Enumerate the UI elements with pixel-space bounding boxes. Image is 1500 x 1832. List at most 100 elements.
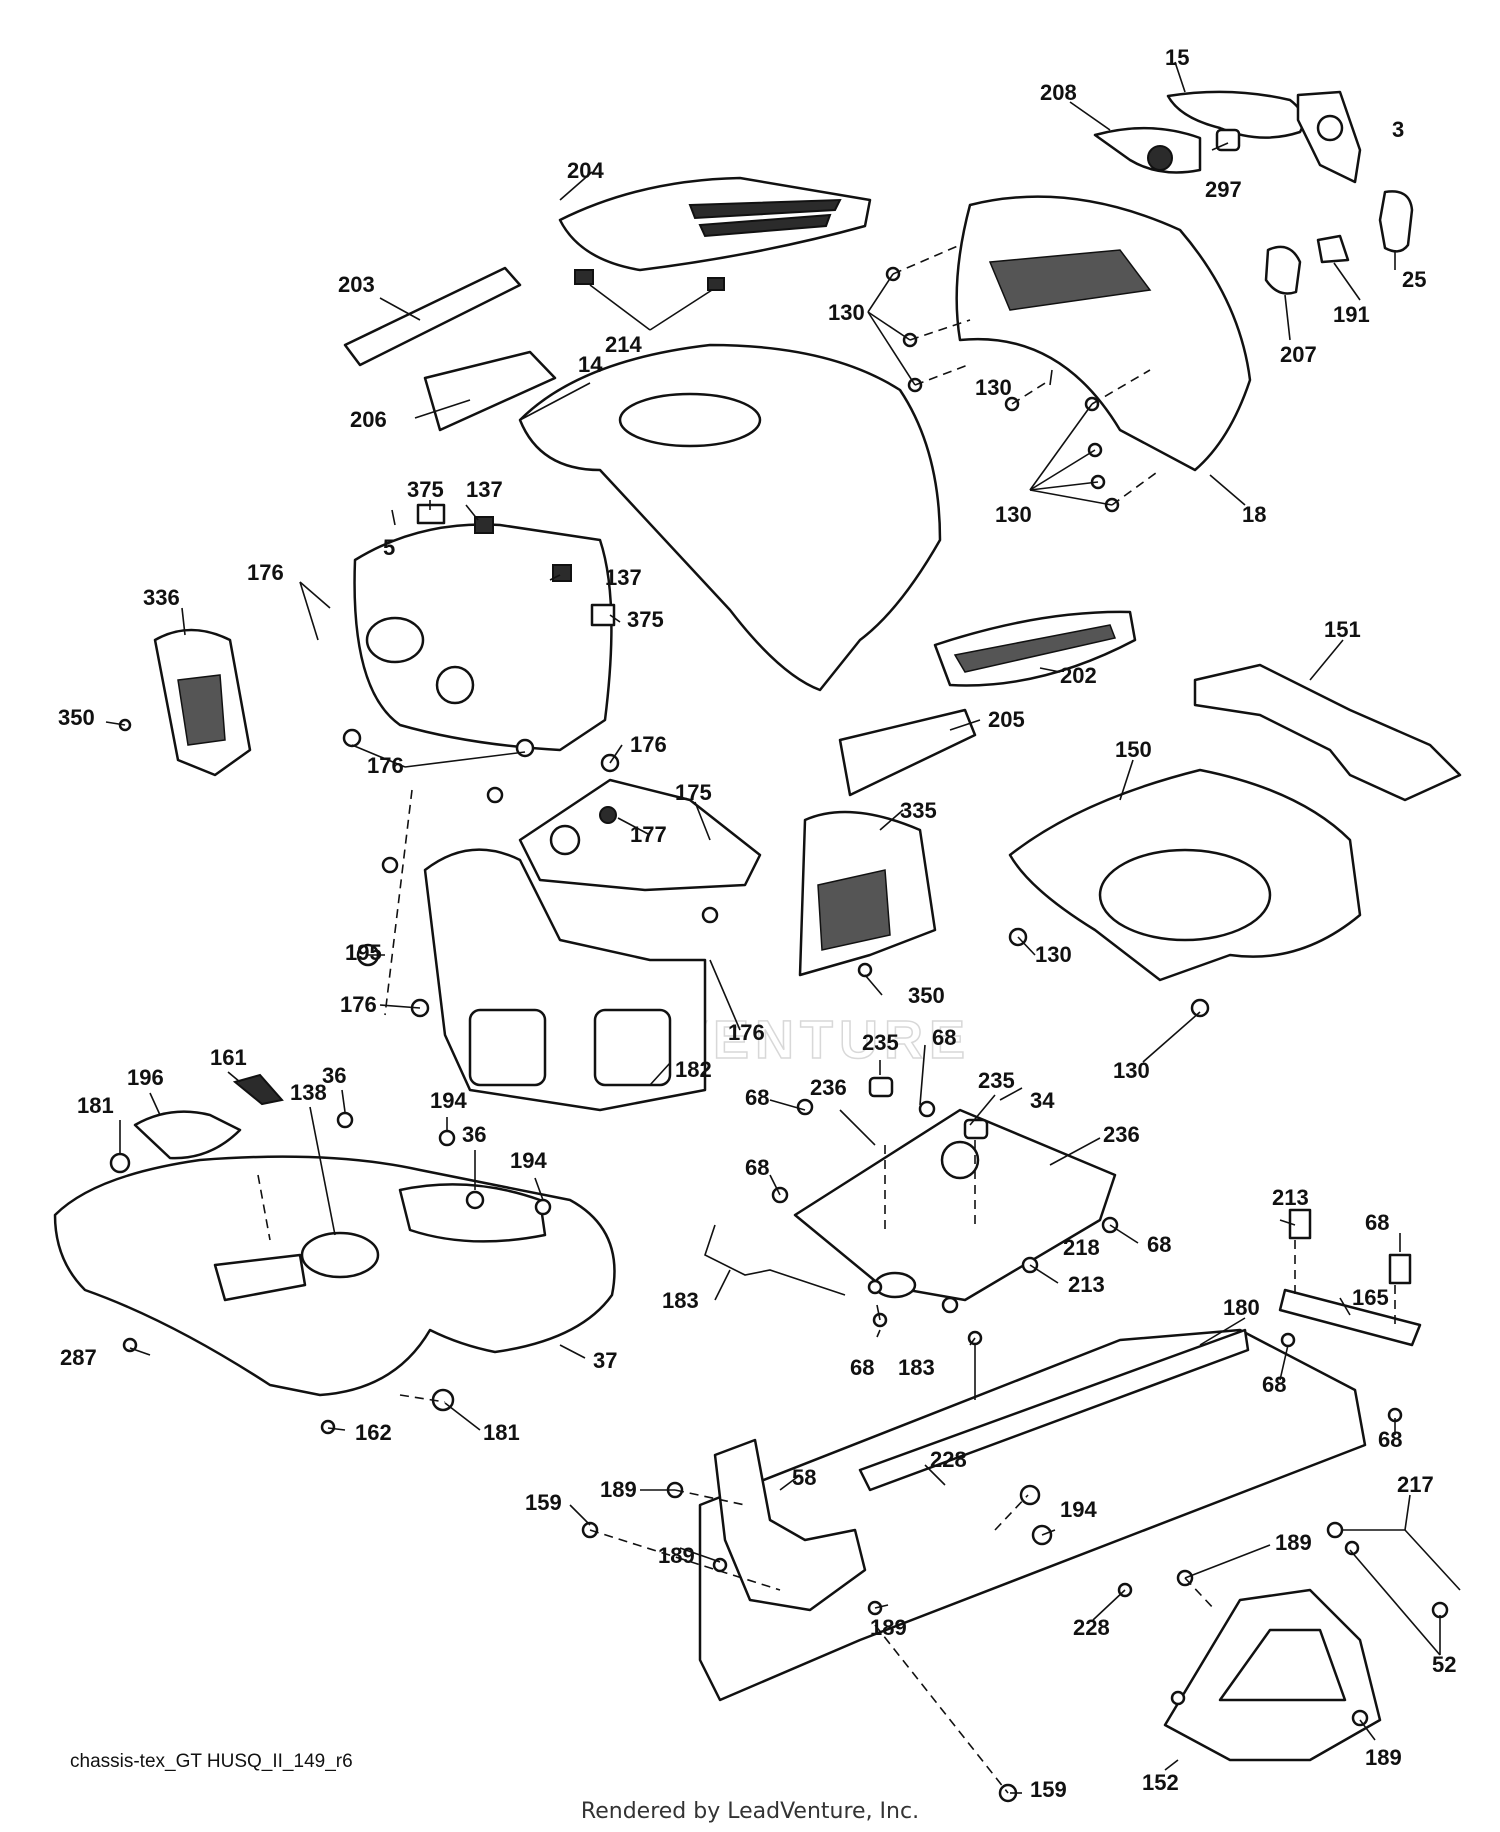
part-25-seal (1378, 190, 1414, 253)
callout: 297 (1205, 177, 1242, 202)
part-5-key-opening (435, 665, 475, 705)
callout: 214 (605, 332, 642, 357)
part-213-bolt-b (1388, 1253, 1412, 1285)
part-58-front-bracket (713, 1438, 867, 1612)
part-14-gauge-opening (618, 392, 762, 448)
callout: 208 (1040, 80, 1077, 105)
part-152-tray-inner (1218, 1628, 1347, 1702)
callout: 350 (908, 983, 945, 1008)
part-214-clip-b (707, 277, 725, 291)
part-335-mesh (817, 869, 891, 951)
callout: 159 (525, 1490, 562, 1515)
callout: 176 (630, 732, 667, 757)
callout: 205 (988, 707, 1025, 732)
callout: 235 (978, 1068, 1015, 1093)
part-375-clip-b (590, 603, 616, 627)
part-180-frame (698, 1328, 1367, 1702)
part-208-lens (1147, 145, 1173, 171)
callout: 36 (322, 1063, 346, 1088)
callout: 175 (675, 780, 712, 805)
part-235-bumper-a (868, 1076, 894, 1098)
part-151-bracket (1193, 663, 1462, 802)
part-208-light-housing (1093, 126, 1202, 174)
render-credit: Rendered by LeadVenture, Inc. (581, 1799, 919, 1824)
callout: 150 (1115, 737, 1152, 762)
part-182-left-vent (468, 1008, 547, 1087)
callout: 18 (1242, 502, 1266, 527)
callout: 177 (630, 822, 667, 847)
part-161-clip (232, 1073, 284, 1106)
callout: 15 (1165, 45, 1189, 70)
callout: 151 (1324, 617, 1361, 642)
leader-lines (105, 61, 1441, 1794)
callout: 183 (898, 1355, 935, 1380)
callout: 180 (1223, 1295, 1260, 1320)
part-203-side-trim (343, 266, 522, 367)
callout: 189 (1365, 1745, 1402, 1770)
callout: 159 (1030, 1777, 1067, 1802)
part-177-nut (599, 806, 617, 824)
callout: 189 (600, 1477, 637, 1502)
diagram-caption: chassis-tex_GT HUSQ_II_149_r6 (70, 1751, 353, 1772)
part-336-mesh (177, 674, 226, 746)
callout: 36 (462, 1122, 486, 1147)
part-196-fuel-cap-cover (133, 1110, 242, 1160)
part-175-bracket (518, 778, 762, 892)
callout: 181 (483, 1420, 520, 1445)
part-205-trim (838, 708, 977, 797)
callout: 217 (1397, 1472, 1434, 1497)
part-15-seal (1166, 90, 1305, 139)
part-375-clip-a (416, 503, 446, 525)
callout: 3 (1392, 117, 1404, 142)
callout: 162 (355, 1420, 392, 1445)
callout: 195 (345, 940, 382, 965)
callout: 206 (350, 407, 387, 432)
callouts: 15 208 3 297 204 191 25 207 130 203 214 … (58, 45, 1456, 1802)
callout: 68 (850, 1355, 874, 1380)
callout: 189 (658, 1543, 695, 1568)
part-137-clip-a (474, 516, 494, 534)
part-206-side-trim (423, 350, 557, 432)
callout: 336 (143, 585, 180, 610)
part-137-clip-b (552, 564, 572, 582)
callout: 5 (383, 535, 395, 560)
callout: 137 (466, 477, 503, 502)
callout: 176 (247, 560, 284, 585)
part-214-clip-a (574, 269, 594, 285)
part-37-cutout (213, 1253, 307, 1302)
callout: 194 (510, 1148, 547, 1173)
callout: 68 (745, 1155, 769, 1180)
callout: 130 (828, 300, 865, 325)
callout: 181 (77, 1093, 114, 1118)
callout: 130 (995, 502, 1032, 527)
callout: 52 (1432, 1652, 1456, 1677)
callout: 130 (1113, 1058, 1150, 1083)
callout: 191 (1333, 302, 1370, 327)
callout: 161 (210, 1045, 247, 1070)
callout: 204 (567, 158, 604, 183)
part-182-right-vent (593, 1008, 672, 1087)
callout: 375 (407, 477, 444, 502)
part-5-dash-panel (353, 523, 613, 752)
callout: 189 (1275, 1530, 1312, 1555)
callout: 138 (290, 1080, 327, 1105)
callout: 137 (605, 565, 642, 590)
callout: 68 (932, 1025, 956, 1050)
callout: 176 (367, 753, 404, 778)
part-207-light (1264, 245, 1302, 295)
callout: 218 (1063, 1235, 1100, 1260)
callout: 194 (1060, 1497, 1097, 1522)
callout: 213 (1272, 1185, 1309, 1210)
callout: 176 (340, 992, 377, 1017)
callout: 165 (1352, 1285, 1389, 1310)
callout: 68 (745, 1085, 769, 1110)
callout: 68 (1378, 1427, 1402, 1452)
part-218-bracket (1278, 1288, 1422, 1347)
callout: 14 (578, 352, 603, 377)
callout: 287 (60, 1345, 97, 1370)
callout: 350 (58, 705, 95, 730)
callout: 68 (1147, 1232, 1171, 1257)
callout: 182 (675, 1057, 712, 1082)
callout: 25 (1402, 267, 1426, 292)
